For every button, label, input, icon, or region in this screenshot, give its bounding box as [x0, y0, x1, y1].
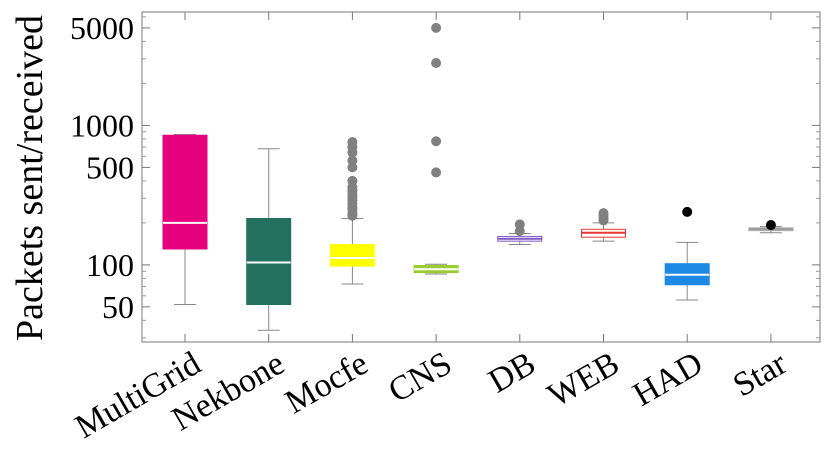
y-axis-ticks: 50 100 500 1000 5000 [70, 10, 820, 339]
outlier-point [598, 208, 609, 219]
y-tick-label: 5000 [70, 10, 134, 46]
box-iqr [329, 244, 375, 267]
x-tick-label: DB [482, 345, 541, 401]
outlier-point [431, 167, 442, 178]
box-iqr [162, 134, 208, 250]
box-star [748, 12, 794, 342]
y-axis-label: Packets sent/received [9, 15, 51, 341]
box-web [581, 12, 626, 342]
x-tick-label: HAD [627, 345, 709, 414]
box-nekbone [246, 12, 292, 342]
box-had [664, 12, 710, 342]
y-tick-label: 500 [86, 149, 134, 185]
outlier-point [431, 58, 442, 69]
box-multigrid [162, 12, 208, 342]
y-tick-label: 100 [86, 247, 134, 283]
outlier-point [431, 22, 442, 33]
outlier-point [347, 137, 358, 148]
outlier-point [682, 206, 693, 217]
outlier-point [765, 220, 776, 231]
box-cns [413, 12, 459, 342]
outlier-point [347, 162, 358, 173]
plot-frame [141, 11, 821, 343]
box-mocfe [329, 12, 375, 342]
outlier-point [514, 219, 525, 230]
y-tick-label: 1000 [70, 107, 134, 143]
x-tick-label: Mocfe [279, 345, 374, 421]
x-tick-label: Star [727, 345, 794, 405]
box-iqr [246, 218, 292, 305]
outlier-point [347, 175, 358, 186]
box-db [497, 12, 543, 342]
outlier-point [347, 155, 358, 166]
x-tick-label: CNS [382, 345, 458, 410]
outlier-point [431, 136, 442, 147]
y-tick-label: 50 [102, 289, 134, 325]
boxes-group [162, 12, 794, 342]
x-tick-label: WEB [542, 345, 626, 415]
